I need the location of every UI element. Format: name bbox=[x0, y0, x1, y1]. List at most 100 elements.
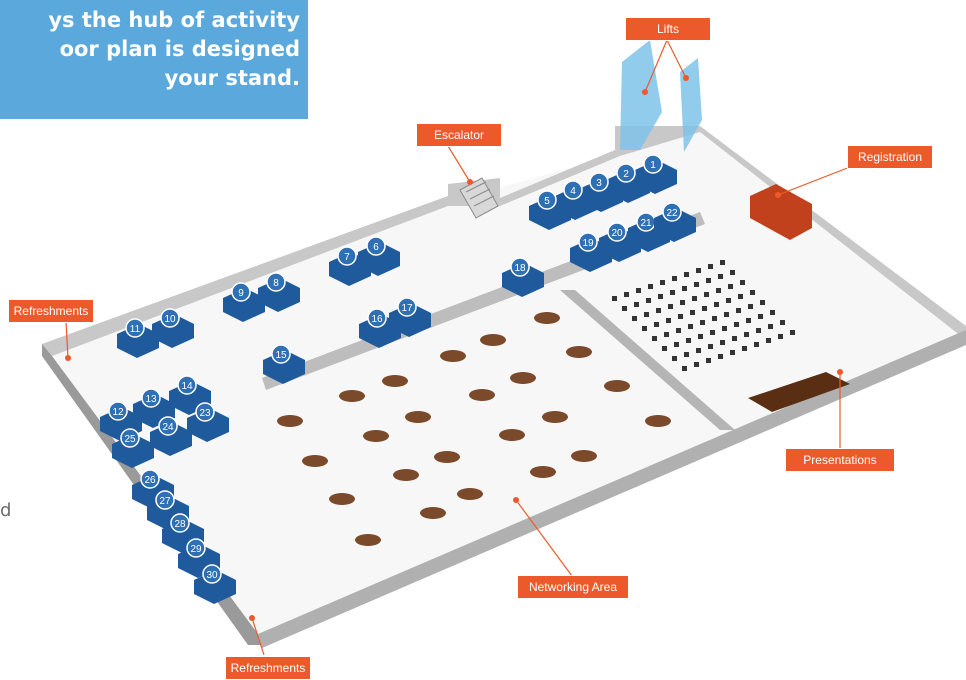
intro-line-2: oor plan is designed bbox=[59, 37, 300, 61]
presentation-chair bbox=[694, 282, 699, 287]
presentation-chair bbox=[688, 324, 693, 329]
presentation-chair bbox=[648, 284, 653, 289]
presentation-chair bbox=[722, 326, 727, 331]
presentation-chair bbox=[724, 312, 729, 317]
presentation-chair bbox=[632, 316, 637, 321]
presentation-chair bbox=[712, 316, 717, 321]
stand-number: 27 bbox=[159, 496, 171, 507]
stand-number: 23 bbox=[199, 408, 211, 419]
stand-number: 25 bbox=[124, 434, 136, 445]
presentation-chair bbox=[726, 298, 731, 303]
presentation-chair bbox=[682, 286, 687, 291]
presentation-chair bbox=[692, 296, 697, 301]
presentation-chair bbox=[742, 346, 747, 351]
presentation-chair bbox=[716, 288, 721, 293]
presentation-chair bbox=[720, 260, 725, 265]
presentation-chair bbox=[660, 280, 665, 285]
stand-number: 24 bbox=[162, 422, 174, 433]
networking-table bbox=[534, 312, 560, 324]
presentation-chair bbox=[758, 314, 763, 319]
presentation-chair bbox=[612, 296, 617, 301]
stand-number: 11 bbox=[130, 324, 141, 335]
stand-25: 25 bbox=[112, 428, 154, 468]
lifts-label: Lifts bbox=[625, 17, 711, 41]
stands-layer: 1234567891011121314151617181920212223242… bbox=[100, 154, 696, 604]
networking-table bbox=[302, 455, 328, 467]
stand-number: 28 bbox=[174, 519, 186, 530]
escalator bbox=[459, 177, 499, 219]
presentation-chair bbox=[746, 318, 751, 323]
presentation-chair bbox=[696, 348, 701, 353]
stand-number: 9 bbox=[238, 288, 244, 299]
networking-table bbox=[510, 372, 536, 384]
stand-number: 1 bbox=[650, 160, 656, 171]
networking-table bbox=[440, 350, 466, 362]
presentation-chair bbox=[686, 338, 691, 343]
intro-line-3: your stand. bbox=[164, 66, 300, 90]
networking-table bbox=[566, 346, 592, 358]
presentation-chair bbox=[718, 354, 723, 359]
presentation-chair bbox=[666, 318, 671, 323]
stand-number: 16 bbox=[371, 314, 383, 325]
presentation-chair bbox=[690, 310, 695, 315]
presentation-chair bbox=[730, 350, 735, 355]
stand-7: 7 bbox=[329, 246, 371, 286]
presentation-chair bbox=[704, 292, 709, 297]
presentation-chair bbox=[652, 336, 657, 341]
registration-label: Registration bbox=[847, 145, 933, 169]
stand-11: 11 bbox=[117, 318, 159, 358]
floor bbox=[42, 130, 966, 640]
presentation-chair bbox=[684, 272, 689, 277]
presentation-chair bbox=[754, 342, 759, 347]
networking-table bbox=[542, 411, 568, 423]
escalator-label: Escalator bbox=[416, 123, 502, 147]
inner-divider bbox=[560, 290, 735, 430]
presentation-chair bbox=[662, 346, 667, 351]
networking-table bbox=[393, 469, 419, 481]
intro-banner: ys the hub of activity oor plan is desig… bbox=[0, 0, 308, 119]
presentation-chair bbox=[702, 306, 707, 311]
presentation-chair bbox=[736, 308, 741, 313]
front-wall bbox=[258, 330, 966, 648]
presentation-chair bbox=[768, 324, 773, 329]
callout-lines bbox=[65, 39, 851, 656]
refreshments-left-label: Refreshments bbox=[8, 299, 94, 323]
presentation-chair bbox=[708, 344, 713, 349]
presentation-chair bbox=[664, 332, 669, 337]
stand-18: 18 bbox=[502, 257, 544, 297]
networking-table bbox=[382, 375, 408, 387]
stand-number: 5 bbox=[544, 196, 550, 207]
presentation-chair bbox=[684, 352, 689, 357]
stand-8: 8 bbox=[258, 272, 300, 312]
presentation-chair bbox=[670, 290, 675, 295]
networking-table bbox=[434, 451, 460, 463]
presentation-chair bbox=[708, 264, 713, 269]
presentation-chair bbox=[732, 336, 737, 341]
networking-table bbox=[420, 507, 446, 519]
presentation-chair bbox=[658, 294, 663, 299]
networking-table bbox=[339, 390, 365, 402]
presentations-label: Presentations bbox=[785, 448, 895, 472]
presentation-chair bbox=[706, 358, 711, 363]
presentation-chair bbox=[696, 268, 701, 273]
stand-9: 9 bbox=[223, 282, 265, 322]
presentation-chair bbox=[728, 284, 733, 289]
stand-number: 8 bbox=[273, 278, 279, 289]
networking-table bbox=[363, 430, 389, 442]
presentation-chair bbox=[672, 356, 677, 361]
presentation-chair bbox=[622, 306, 627, 311]
stand-number: 15 bbox=[275, 350, 287, 361]
presentation-chair bbox=[698, 334, 703, 339]
presentation-chair bbox=[740, 280, 745, 285]
stand-17: 17 bbox=[389, 297, 431, 337]
stand-number: 10 bbox=[164, 314, 176, 325]
tables-layer bbox=[277, 312, 671, 546]
presentation-chair bbox=[706, 278, 711, 283]
networking-table bbox=[499, 429, 525, 441]
presentation-chair bbox=[642, 326, 647, 331]
stand-10: 10 bbox=[152, 308, 194, 348]
presentation-chair bbox=[734, 322, 739, 327]
presentation-chair bbox=[624, 292, 629, 297]
presentation-chair bbox=[744, 332, 749, 337]
